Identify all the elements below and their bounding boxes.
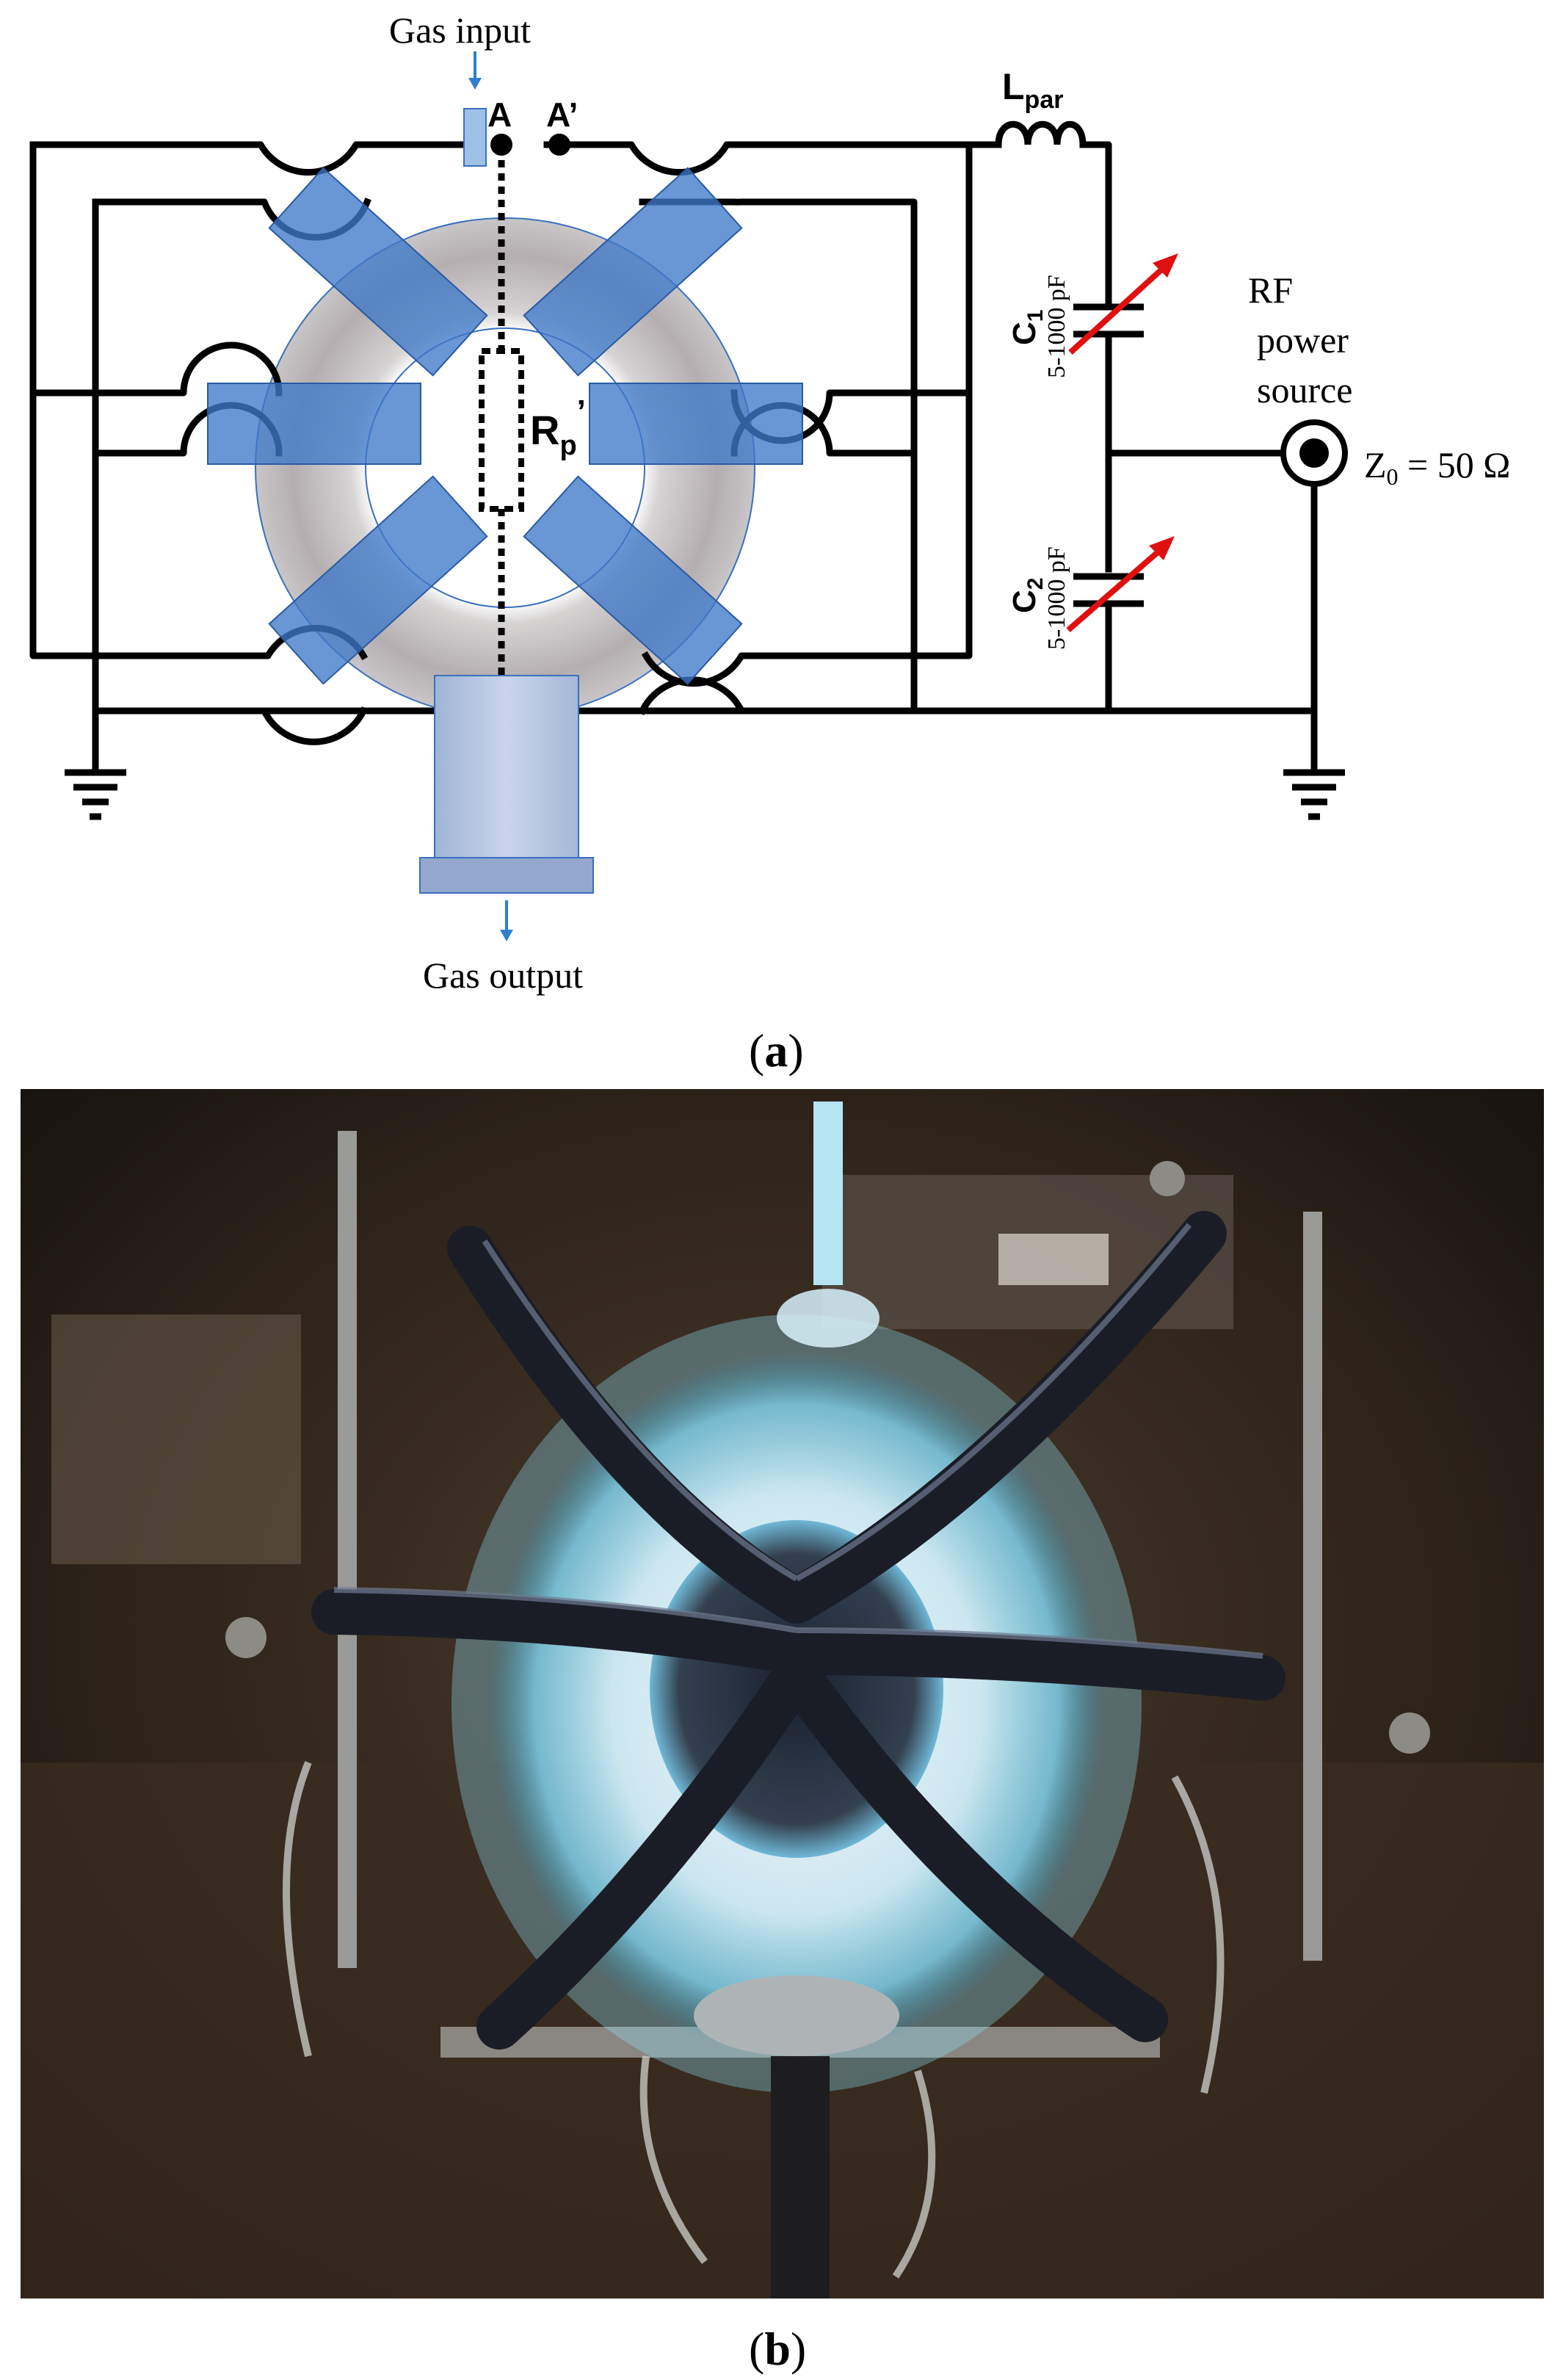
- gas-inlet-tube: [463, 108, 487, 167]
- photo-electrode-4: [774, 1630, 1285, 1701]
- c2-range-group: 5-1000 pF: [1043, 546, 1070, 650]
- c1-label-main: C: [1007, 322, 1042, 345]
- c2-range-label: 5-1000 pF: [1043, 546, 1070, 650]
- c1-tuning-arrow: [1068, 262, 1169, 355]
- electrode-top-left: [268, 167, 488, 377]
- photo-label-plate: [998, 1234, 1109, 1285]
- photo-inlet-tube: [813, 1102, 843, 1285]
- wiring: [29, 141, 1318, 773]
- photo-bolt-right: [1389, 1712, 1430, 1754]
- photo-electrode-1: [447, 1226, 819, 1624]
- electrode-right: [589, 383, 803, 465]
- photo-outlet-hose: [771, 2056, 830, 2298]
- ground-symbol-right: [1283, 769, 1345, 820]
- right-outer-wire: [641, 141, 973, 687]
- photo-electrodes: [311, 1211, 1285, 2050]
- c2-tuning-arrow: [1066, 544, 1166, 633]
- c1-label-group: C1: [1007, 310, 1048, 345]
- c1-label-sub: 1: [1023, 310, 1048, 322]
- plasma-resistor-rp: [479, 348, 524, 512]
- resistor-label-main: R: [530, 407, 559, 453]
- node-a-prime-label: A’: [546, 95, 578, 134]
- node-a-prime: [548, 134, 570, 156]
- inductor-label-main: L: [1002, 66, 1025, 107]
- c1-range-label: 5-1000 pF: [1043, 275, 1070, 378]
- node-a-label: A: [487, 95, 512, 134]
- top-bus-wire: [29, 141, 474, 176]
- panel-a-caption: (a): [749, 1024, 804, 1077]
- photo-electrode-2: [774, 1211, 1227, 1624]
- photo-bolt-top-right: [1150, 1161, 1185, 1196]
- panel-b-caption: (b): [749, 2323, 806, 2375]
- inductor-label: Lpar: [1002, 66, 1063, 114]
- photo-electrode-3: [311, 1589, 819, 1675]
- photo-electrode-highlights: [333, 1223, 1263, 1659]
- panel-b-caption-letter: b: [764, 2323, 791, 2375]
- photo-rod-right: [1303, 1212, 1322, 1961]
- panel-a-diagram: Gas input Gas output A A’ Lpar Rp’ C1 5-…: [29, 10, 1510, 1077]
- capacitor-c1: [1068, 253, 1178, 355]
- c1-range-group: 5-1000 pF: [1043, 275, 1070, 378]
- gas-output-label: Gas output: [423, 955, 583, 996]
- photo-left-panel: [51, 1314, 301, 1564]
- gas-input-arrow: [468, 51, 482, 90]
- capacitor-c2: [1066, 536, 1175, 633]
- ground-symbol-left: [65, 769, 126, 820]
- gas-input-label: Gas input: [389, 10, 531, 51]
- photo-bolt-left: [225, 1617, 266, 1658]
- electrode-bottom-left: [268, 475, 488, 685]
- source-label-line3: source: [1257, 369, 1353, 410]
- electrode-top-right: [523, 167, 743, 377]
- c2-label: C2: [1007, 578, 1048, 613]
- photo-rod-left: [338, 1131, 357, 1968]
- c2-label-group: C2: [1007, 578, 1048, 613]
- panel-b-photo: [21, 1089, 1544, 2298]
- resistor-label-prime: ’: [577, 394, 586, 430]
- electrodes: [207, 167, 803, 685]
- photo-electrode-5: [476, 1652, 819, 2050]
- impedance-label-value: = 50 Ω: [1399, 444, 1511, 485]
- source-label-line2: power: [1257, 319, 1349, 361]
- c2-label-main: C: [1007, 590, 1042, 613]
- resistor-label: Rp’: [530, 394, 586, 461]
- impedance-label-main: Z: [1364, 444, 1387, 485]
- panel-a-caption-letter: a: [764, 1024, 788, 1077]
- impedance-label: Z0 = 50 Ω: [1364, 444, 1510, 490]
- photo-outlet-ring: [694, 1975, 899, 2056]
- rf-source-connector: [1280, 419, 1348, 487]
- photo-inlet-neck: [777, 1289, 880, 1348]
- gas-outlet-tube: [434, 675, 579, 860]
- right-inner-wire: [637, 198, 918, 716]
- node-a: [490, 134, 512, 156]
- photo-wires: [283, 1761, 1225, 2279]
- resistor-label-sub: p: [559, 430, 576, 461]
- gas-outlet-flange: [419, 857, 594, 894]
- inductor-right-wire: [1079, 141, 1112, 286]
- left-mid-wire: [29, 341, 283, 397]
- photo-electrode-6: [774, 1652, 1168, 2042]
- c2-label-sub: 2: [1023, 578, 1048, 590]
- impedance-label-sub: 0: [1387, 463, 1399, 490]
- inductor-lpar: [995, 120, 1087, 145]
- top-bus-wire-right: [543, 141, 1002, 176]
- electrode-left: [207, 383, 421, 465]
- c1-label: C1: [1007, 310, 1048, 345]
- source-label-line1: RF: [1248, 270, 1293, 311]
- electrode-bottom-right: [523, 475, 743, 685]
- inductor-label-sub: par: [1025, 86, 1064, 114]
- gas-output-arrow: [500, 900, 513, 941]
